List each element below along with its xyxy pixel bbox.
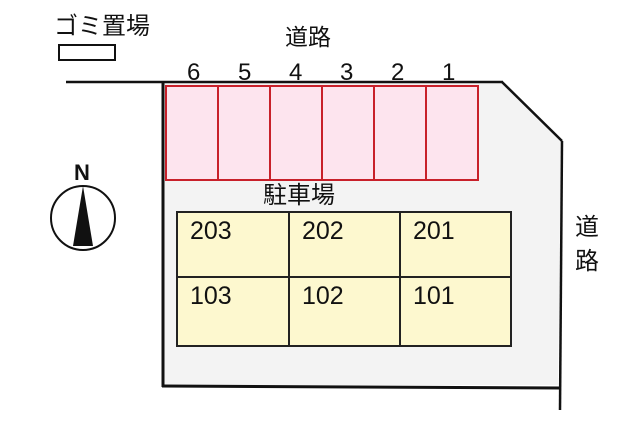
parking-slot-5[interactable]: [217, 85, 271, 181]
unit-201[interactable]: 201: [399, 211, 512, 278]
unit-number: 202: [302, 217, 344, 245]
slot-number-5: 5: [238, 59, 252, 86]
unit-202[interactable]: 202: [288, 211, 401, 278]
unit-203[interactable]: 203: [176, 211, 290, 278]
north-arrow-icon: [50, 185, 116, 251]
unit-number: 203: [190, 217, 232, 245]
unit-number: 102: [302, 282, 344, 310]
north-label: N: [74, 160, 90, 185]
parking-slot-1[interactable]: [425, 85, 479, 181]
slot-number-1: 1: [442, 59, 456, 86]
unit-102[interactable]: 102: [288, 276, 401, 347]
slot-number-6: 6: [187, 59, 201, 86]
slot-number-3: 3: [340, 59, 354, 86]
slot-number-4: 4: [289, 59, 303, 86]
garbage-area-label: ゴミ置場: [54, 12, 150, 40]
unit-103[interactable]: 103: [176, 276, 290, 347]
parking-slot-4[interactable]: [269, 85, 323, 181]
unit-number: 101: [413, 282, 455, 310]
parking-slot-6[interactable]: [165, 85, 219, 181]
road-top-label: 道路: [285, 25, 331, 51]
parking-slot-2[interactable]: [373, 85, 427, 181]
road-right-label-2: 路: [575, 247, 599, 275]
parking-label: 駐車場: [263, 181, 335, 209]
parking-slot-3[interactable]: [321, 85, 375, 181]
garbage-area-box: [58, 44, 116, 61]
unit-number: 201: [413, 217, 455, 245]
road-right-label-1: 道: [575, 213, 599, 241]
slot-number-2: 2: [391, 59, 405, 86]
unit-101[interactable]: 101: [399, 276, 512, 347]
unit-number: 103: [190, 282, 232, 310]
